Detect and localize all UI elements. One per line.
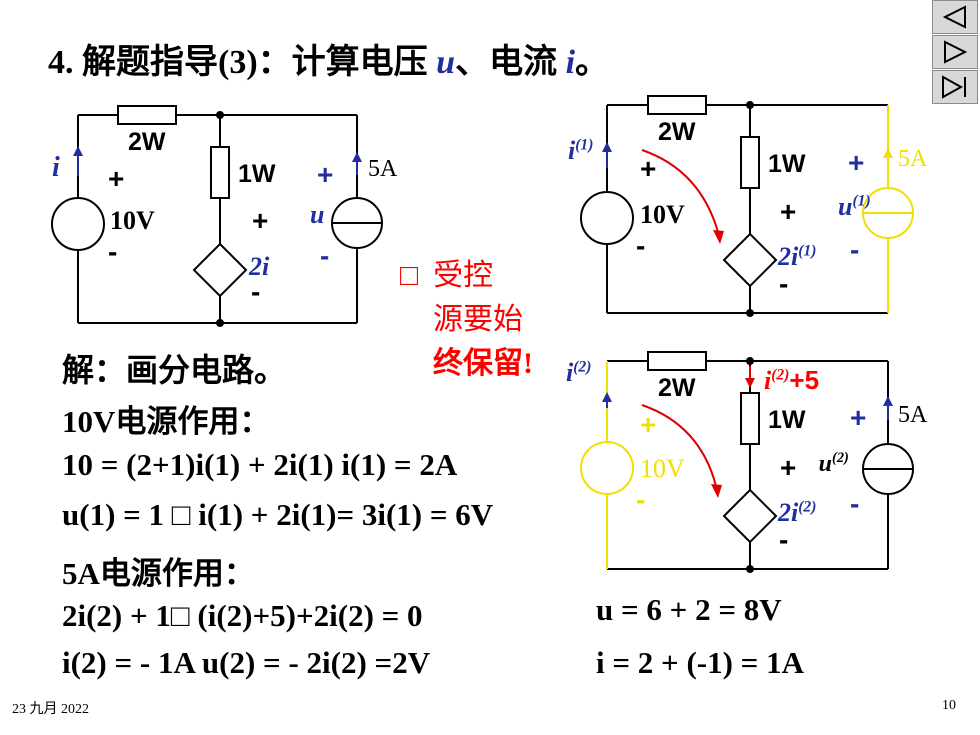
circuit1-10v-label: 10V <box>110 206 155 235</box>
circuit1-u-label: u <box>310 200 325 229</box>
circuit2-10v-label: 10V <box>640 200 685 229</box>
circuit1-plus-mid: + <box>252 205 269 236</box>
circuit2-u-label: u(1) <box>838 192 871 221</box>
circuit3-source-arrow <box>883 396 893 406</box>
skip-end-icon <box>942 75 966 99</box>
circuit3-u-plus: + <box>850 402 867 433</box>
page-number: 10 <box>942 698 956 713</box>
circuit1-u-plus: + <box>317 159 334 190</box>
circuit2-r1-label: 1W <box>768 150 806 178</box>
circuit2-dependent-source <box>722 232 778 288</box>
circuit3-minus-left: - <box>636 484 646 515</box>
result-u: u = 6 + 2 = 8V <box>596 592 782 627</box>
v10-heading: 10V电源作用： <box>62 404 271 439</box>
circuit3-branch-arrow <box>745 378 755 388</box>
circuit3-u-minus: - <box>850 488 860 519</box>
note-line1: □ 受控 <box>400 259 494 292</box>
triangle-right-icon <box>944 40 968 64</box>
equation-1: 10 = (2+1)i(1) + 2i(1) i(1) = 2A <box>62 447 458 482</box>
circuit1-resistor-1 <box>210 146 230 199</box>
circuit3-voltage-source <box>580 441 634 495</box>
circuit1-u-minus: - <box>320 240 330 271</box>
title-u: u <box>436 44 456 81</box>
equation-4: i(2) = - 1A u(2) = - 2i(2) =2V <box>62 645 431 680</box>
next-slide-button[interactable] <box>932 35 978 69</box>
note-line2: 源要始 <box>433 303 523 336</box>
title-text: 4. 解题指导(3)：计算电压 <box>48 44 437 81</box>
circuit2-resistor-1 <box>740 136 760 189</box>
circuit2-r2-label: 2W <box>658 118 696 146</box>
circuit3-r1-label: 1W <box>768 406 806 434</box>
circuit2-i-label: i(1) <box>568 136 594 165</box>
circuit3-u-label: u(2) <box>818 450 849 477</box>
circuit3-loop-arrow <box>641 404 717 487</box>
circuit2-minus-mid: - <box>779 268 789 299</box>
circuit3-dependent-source <box>722 488 778 544</box>
circuit2-voltage-source <box>580 191 634 245</box>
title-text-mid: 、电流 <box>455 44 566 81</box>
prev-slide-button[interactable] <box>932 0 978 34</box>
circuit3-r2-label: 2W <box>658 374 696 402</box>
circuit2-dep-label: 2i(1) <box>778 242 817 271</box>
circuit1-5a-label: 5A <box>368 156 398 182</box>
circuit3-dep-label: 2i(2) <box>778 498 817 527</box>
solution-heading: 解：画分电路。 <box>62 352 287 388</box>
circuit3-5a-label: 5A <box>898 402 928 428</box>
circuit1-resistor-2 <box>117 105 177 125</box>
circuit3-resistor-2 <box>647 351 707 371</box>
title-i: i <box>565 44 576 81</box>
circuit1-r2-label: 2W <box>128 128 166 156</box>
last-slide-button[interactable] <box>932 70 978 104</box>
slide-title: 4. 解题指导(3)：计算电压 u、电流 i。 <box>48 34 609 83</box>
circuit2-resistor-2 <box>647 95 707 115</box>
circuit1-plus-left: + <box>108 163 125 194</box>
note-bullet: □ <box>400 259 419 292</box>
circuit2-plus-mid: + <box>780 196 797 227</box>
title-text-end: 。 <box>575 44 610 81</box>
circuit2-5a-label: 5A <box>898 146 928 172</box>
circuit2-source-arrow <box>883 148 893 158</box>
circuit3-10v-label: 10V <box>640 454 685 483</box>
circuit1-minus-left: - <box>108 236 118 267</box>
circuit3-branch-label: i(2)+5 <box>764 365 820 395</box>
circuit3-minus-mid: - <box>779 524 789 555</box>
equation-2: u(1) = 1 □ i(1) + 2i(1)= 3i(1) = 6V <box>62 497 494 532</box>
circuit2-u-minus: - <box>850 234 860 265</box>
circuit2-minus-left: - <box>636 230 646 261</box>
equation-3: 2i(2) + 1□ (i(2)+5)+2i(2) = 0 <box>62 598 423 633</box>
circuit3-resistor-1 <box>740 392 760 445</box>
circuit3-plus-left: + <box>640 409 657 440</box>
result-i: i = 2 + (-1) = 1A <box>596 645 804 680</box>
circuit3-i-arrow <box>602 392 612 402</box>
circuit1-i-arrow <box>73 146 83 156</box>
circuit1-voltage-source <box>51 197 105 251</box>
note-line3: 终保留! <box>433 347 533 380</box>
circuit2-plus-left: + <box>640 153 657 184</box>
circuit3-plus-mid: + <box>780 452 797 483</box>
a5-heading: 5A电源作用： <box>62 556 255 591</box>
circuit1-r1-label: 1W <box>238 160 276 188</box>
footer-date: 23 九月 2022 <box>12 702 89 717</box>
circuit1-i-label: i <box>52 152 60 183</box>
circuit2-loop-arrow <box>641 149 719 233</box>
triangle-left-icon <box>942 5 966 29</box>
circuit2-i-arrow <box>602 142 612 152</box>
circuit1-dep-label: 2i <box>249 252 270 281</box>
circuit1-dependent-source <box>192 242 248 298</box>
circuit1-minus-mid: - <box>251 276 261 307</box>
circuit1-source-arrow <box>352 152 362 162</box>
circuit2-u-plus: + <box>848 147 865 178</box>
circuit3-i-label: i(2) <box>566 358 592 387</box>
